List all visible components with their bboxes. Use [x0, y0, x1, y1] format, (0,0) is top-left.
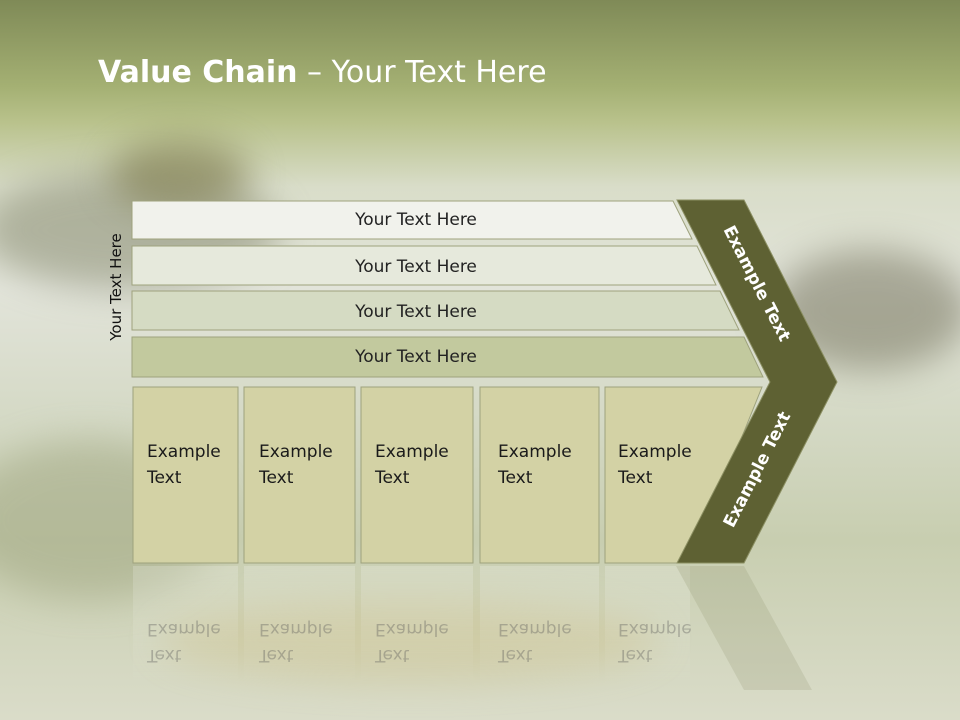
- svg-text:Text: Text: [497, 645, 533, 665]
- chevron-arrow: [676, 199, 838, 564]
- column-label-1: Example Text: [147, 439, 221, 491]
- svg-text:Example: Example: [375, 619, 449, 639]
- svg-text:Text: Text: [258, 645, 294, 665]
- column-label-line1: Example: [618, 442, 692, 462]
- column-box-2: [243, 386, 356, 564]
- row-bar-3: [131, 290, 740, 331]
- row-label-2: Your Text Here: [354, 257, 477, 277]
- svg-text:Text: Text: [617, 645, 653, 665]
- row-label-3: Your Text Here: [354, 302, 477, 322]
- column-label-line2: Text: [375, 468, 410, 488]
- row-bar-2: [131, 245, 717, 286]
- svg-text:Example: Example: [147, 619, 221, 639]
- column-box-3: [360, 386, 474, 564]
- column-label-line2: Text: [498, 468, 533, 488]
- column-label-line1: Example: [259, 442, 333, 462]
- row-label-4: Your Text Here: [354, 347, 477, 367]
- row-bar-1: [131, 200, 693, 240]
- title-rest: – Your Text Here: [297, 55, 547, 90]
- svg-text:Text: Text: [374, 645, 410, 665]
- column-box-1: [132, 386, 239, 564]
- column-label-4: Example Text: [498, 439, 572, 491]
- column-label-line2: Text: [259, 468, 294, 488]
- row-label-1: Your Text Here: [354, 210, 477, 230]
- column-label-line1: Example: [147, 442, 221, 462]
- column-label-5: Example Text: [618, 439, 692, 491]
- reflection-text: Text Example Text Example Text Example T…: [146, 619, 692, 665]
- slide-title: Value Chain – Your Text Here: [98, 55, 547, 90]
- svg-text:Example: Example: [259, 619, 333, 639]
- row-bar-4: [131, 336, 764, 378]
- reflection: [133, 566, 812, 690]
- svg-text:Example: Example: [618, 619, 692, 639]
- svg-text:Text: Text: [146, 645, 182, 665]
- column-label-line1: Example: [498, 442, 572, 462]
- column-label-line2: Text: [618, 468, 653, 488]
- column-label-3: Example Text: [375, 439, 449, 491]
- column-box-4: [479, 386, 600, 564]
- title-bold: Value Chain: [98, 55, 298, 90]
- svg-text:Example: Example: [498, 619, 572, 639]
- background-photo-shade: [110, 140, 250, 210]
- column-label-line1: Example: [375, 442, 449, 462]
- column-label-line2: Text: [147, 468, 182, 488]
- column-label-2: Example Text: [259, 439, 333, 491]
